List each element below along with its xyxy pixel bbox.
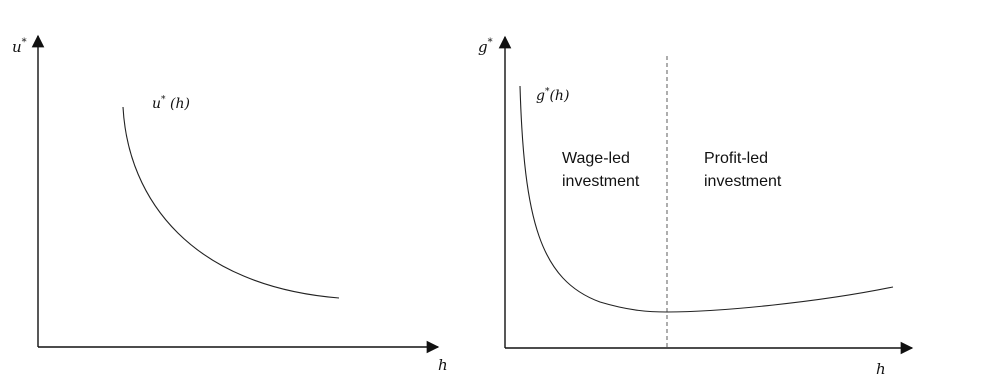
u-star-curve-label: u* (h): [152, 95, 190, 112]
wage-led-label-line2: investment: [562, 173, 640, 190]
wage-led-label-line1: Wage-led: [562, 150, 630, 167]
right-y-axis-label: g*: [478, 37, 493, 56]
profit-led-label-line2: investment: [704, 173, 782, 190]
g-star-curve: [519, 85, 894, 313]
right-x-axis-label: h: [876, 360, 886, 378]
left-y-axis-label: u*: [12, 37, 27, 56]
g-star-curve-label: g*(h): [536, 87, 569, 104]
profit-led-label-line1: Profit-led: [704, 150, 768, 167]
left-panel: u* h u* (h): [12, 34, 448, 374]
left-x-axis-label: h: [438, 356, 448, 374]
right-panel: g* h g*(h) Wage-led investment Profit-le…: [478, 35, 914, 378]
u-star-curve: [122, 106, 340, 299]
